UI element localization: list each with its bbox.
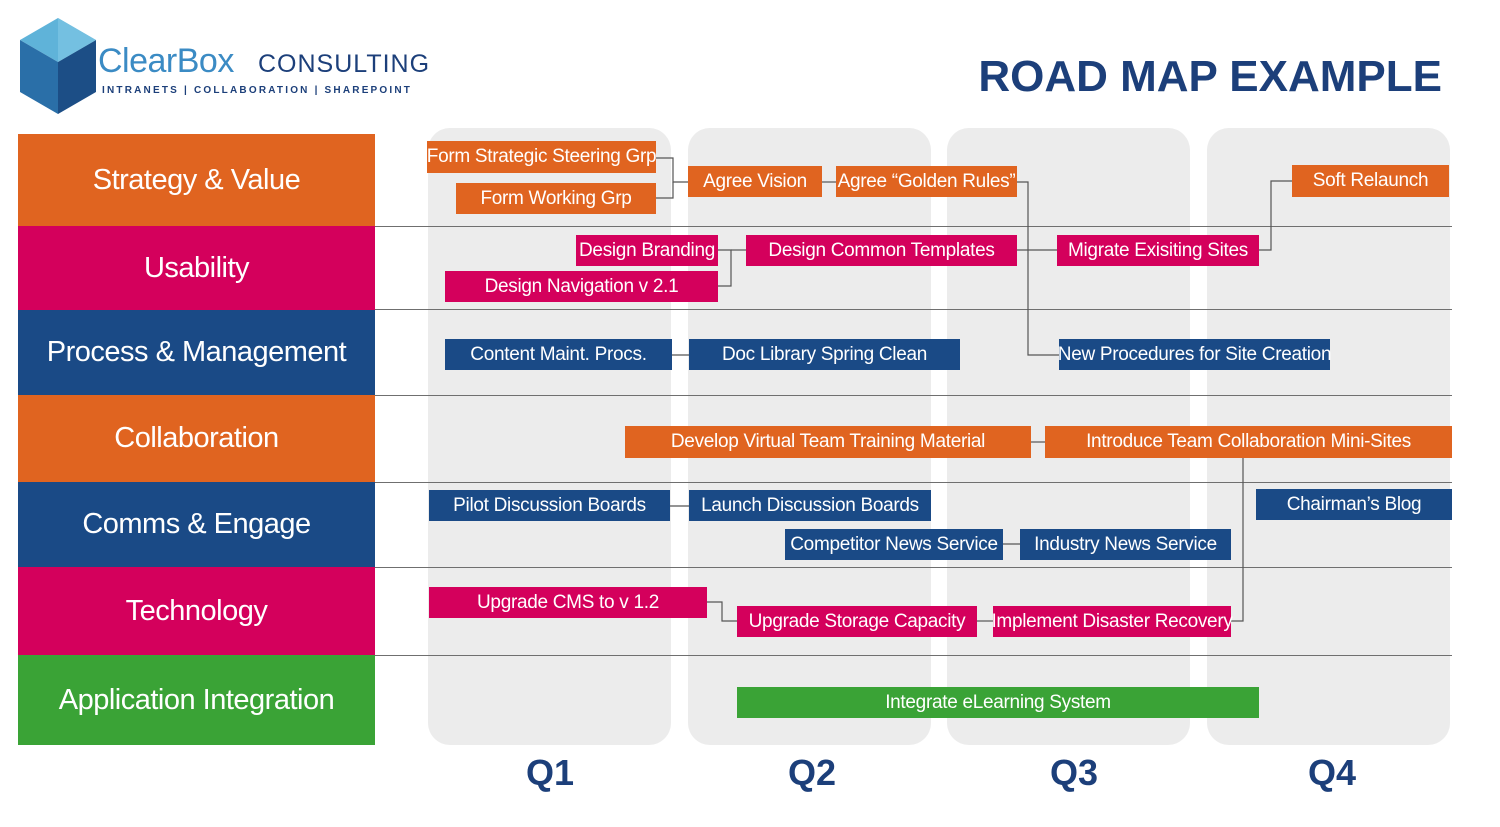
lane-divider <box>375 226 1452 227</box>
task-chairmans-blog: Chairman’s Blog <box>1256 489 1452 520</box>
page-title: ROAD MAP EXAMPLE <box>978 52 1442 101</box>
task-design-navigation: Design Navigation v 2.1 <box>445 271 718 302</box>
logo-tagline: INTRANETS | COLLABORATION | SHAREPOINT <box>102 85 413 96</box>
clearbox-logo: ClearBox CONSULTING INTRANETS | COLLABOR… <box>18 16 448 120</box>
task-design-common-templates: Design Common Templates <box>746 235 1017 266</box>
lane-usability: Usability <box>18 226 375 310</box>
task-introduce-team-minisites: Introduce Team Collaboration Mini-Sites <box>1045 426 1452 458</box>
logo-brand-main: ClearBox <box>98 42 234 80</box>
task-form-strategic-steering-grp: Form Strategic Steering Grp <box>427 141 657 173</box>
lane-divider <box>375 395 1452 396</box>
lane-divider <box>375 482 1452 483</box>
lane-comms-engage: Comms & Engage <box>18 482 375 567</box>
lane-divider <box>375 309 1452 310</box>
task-new-procedures-site-creation: New Procedures for Site Creation <box>1058 339 1332 370</box>
task-pilot-discussion-boards: Pilot Discussion Boards <box>429 490 670 521</box>
quarter-label-q2: Q2 <box>787 752 837 793</box>
logo-brand-sub: CONSULTING <box>258 50 431 78</box>
task-upgrade-storage-capacity: Upgrade Storage Capacity <box>737 606 977 637</box>
task-launch-discussion-boards: Launch Discussion Boards <box>689 490 931 521</box>
task-competitor-news-service: Competitor News Service <box>785 529 1003 560</box>
task-design-branding: Design Branding <box>576 235 718 266</box>
task-soft-relaunch: Soft Relaunch <box>1292 165 1449 197</box>
task-agree-golden-rules: Agree “Golden Rules” <box>836 166 1017 197</box>
task-doc-library-spring-clean: Doc Library Spring Clean <box>689 339 960 370</box>
quarter-label-q4: Q4 <box>1307 752 1357 793</box>
cube-logo-icon <box>20 18 96 114</box>
quarter-label-q1: Q1 <box>525 752 575 793</box>
quarter-label-q3: Q3 <box>1049 752 1099 793</box>
task-content-maint-procs: Content Maint. Procs. <box>445 339 672 370</box>
lane-strategy-value: Strategy & Value <box>18 134 375 226</box>
lane-technology: Technology <box>18 567 375 655</box>
task-agree-vision: Agree Vision <box>688 166 822 197</box>
task-industry-news-service: Industry News Service <box>1020 529 1231 560</box>
lane-divider <box>375 567 1452 568</box>
task-develop-virtual-team-training: Develop Virtual Team Training Material <box>625 426 1031 458</box>
task-integrate-elearning: Integrate eLearning System <box>737 687 1259 718</box>
lane-collaboration: Collaboration <box>18 395 375 482</box>
lane-process-management: Process & Management <box>18 310 375 395</box>
task-migrate-existing-sites: Migrate Exisiting Sites <box>1057 235 1259 266</box>
lane-application-integration: Application Integration <box>18 655 375 745</box>
task-upgrade-cms: Upgrade CMS to v 1.2 <box>429 587 707 618</box>
task-implement-disaster-recovery: Implement Disaster Recovery <box>991 606 1233 637</box>
task-form-working-grp: Form Working Grp <box>456 183 656 214</box>
lane-divider <box>375 655 1452 656</box>
